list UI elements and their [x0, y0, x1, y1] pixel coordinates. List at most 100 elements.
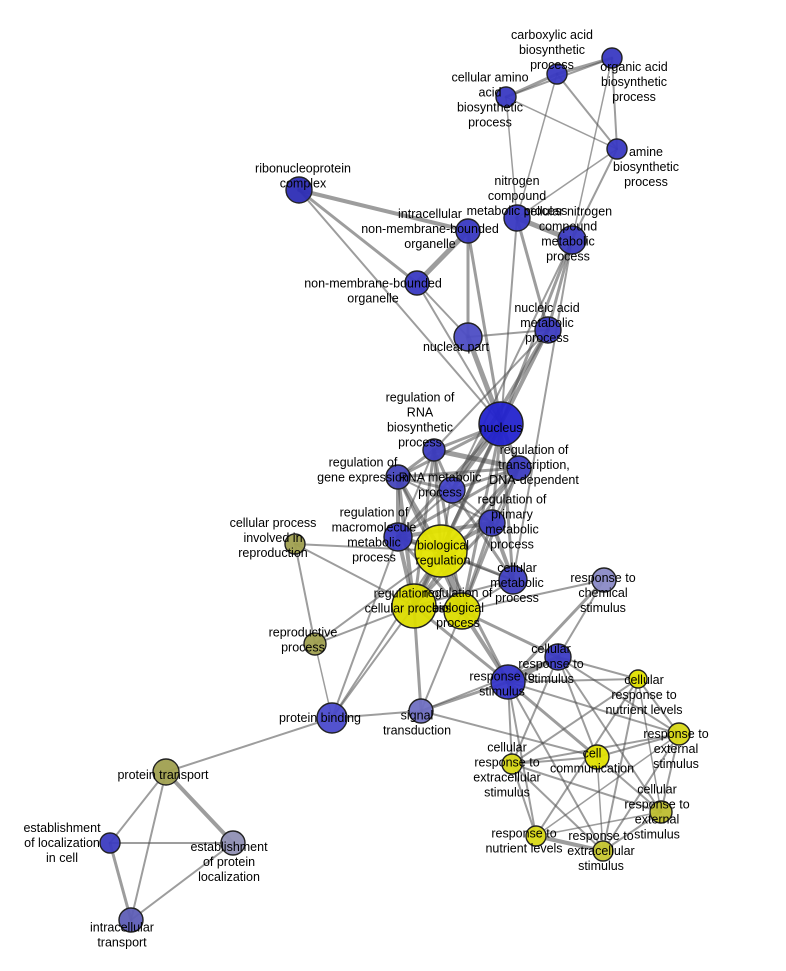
graph-edge-nitrogen-compound-metabolic-process--nucleic-acid-metabolic-process — [515, 216, 550, 332]
graph-node-cellular-process-involved-in-reproduction[interactable] — [284, 533, 306, 555]
graph-edge-cell-communication--response-to-extracellular-stimulus — [596, 756, 604, 852]
graph-edge-nitrogen-compound-metabolic-process--nucleus — [500, 217, 518, 425]
graph-node-nitrogen-compound-metabolic-process[interactable] — [503, 204, 531, 232]
graph-node-regulation-of-transcription-dna-dependent[interactable] — [506, 455, 532, 481]
graph-node-cellular-amino-acid-biosynthetic-process[interactable] — [495, 86, 517, 108]
graph-node-cellular-response-to-extracellular-stimulus[interactable] — [501, 753, 523, 775]
graph-edge-response-to-stimulus--response-to-nutrient-levels — [507, 681, 537, 837]
graph-edge-response-to-stimulus--cellular-response-to-nutrient-levels — [507, 678, 639, 683]
graph-node-regulation-of-gene-expression[interactable] — [385, 464, 411, 490]
graph-node-ribonucleoprotein-complex[interactable] — [285, 176, 313, 204]
graph-node-rna-metabolic-process[interactable] — [438, 476, 466, 504]
nodes-layer — [99, 47, 691, 933]
graph-edge-cellular-nitrogen-compound-metabolic-process--rna-metabolic-process — [451, 239, 573, 491]
graph-edge-establishment-of-protein-localization--intracellular-transport — [130, 842, 234, 921]
graph-node-protein-binding[interactable] — [316, 702, 348, 734]
graph-node-regulation-of-macromolecule-metabolic-process[interactable] — [383, 522, 413, 552]
graph-edge-response-to-external-stimulus--cell-communication — [596, 733, 680, 758]
graph-node-response-to-external-stimulus[interactable] — [667, 722, 691, 746]
graph-edge-ribonucleoprotein-complex--non-membrane-bounded-organelle — [297, 188, 419, 285]
graph-edge-cell-communication--cellular-response-to-extracellular-stimulus — [511, 756, 598, 765]
graph-node-nucleic-acid-metabolic-process[interactable] — [534, 316, 562, 344]
graph-edge-cellular-response-to-nutrient-levels--cellular-response-to-extracellular-stimulus — [511, 678, 639, 765]
graph-edge-response-to-external-stimulus--cellular-response-to-external-stimulus — [660, 733, 680, 813]
graph-node-non-membrane-bounded-organelle[interactable] — [404, 270, 430, 296]
graph-node-carboxylic-acid-biosynthetic-process[interactable] — [546, 63, 568, 85]
graph-node-biological-regulation[interactable] — [414, 524, 468, 578]
graph-node-establishment-of-protein-localization[interactable] — [220, 830, 246, 856]
graph-edge-amine-biosynthetic-process--cellular-nitrogen-compound-metabolic-process — [571, 148, 618, 241]
graph-edge-intracellular-non-membrane-bounded-organelle--nucleus — [466, 229, 503, 426]
graph-edge-establishment-of-localization-in-cell--intracellular-transport — [108, 841, 133, 922]
graph-edge-regulation-of-transcription-dna-dependent--regulation-of-gene-expression — [396, 466, 521, 479]
graph-node-intracellular-non-membrane-bounded-organelle[interactable] — [455, 218, 481, 244]
graph-node-response-to-chemical-stimulus[interactable] — [591, 567, 617, 593]
graph-edge-nucleic-acid-metabolic-process--regulation-of-rna-biosynthetic-process — [433, 329, 549, 451]
graph-edge-cellular-response-to-stimulus--cell-communication — [557, 656, 598, 758]
graph-edge-ribonucleoprotein-complex--nucleus — [298, 189, 502, 425]
graph-edge-cellular-response-to-stimulus--cellular-response-to-external-stimulus — [557, 656, 662, 813]
graph-edge-response-to-chemical-stimulus--regulation-of-biological-process — [461, 579, 605, 612]
graph-edge-cellular-response-to-external-stimulus--response-to-nutrient-levels — [535, 811, 662, 837]
graph-node-regulation-of-primary-metabolic-process[interactable] — [478, 509, 506, 537]
graph-node-signal-transduction[interactable] — [408, 698, 434, 724]
graph-node-regulation-of-cellular-process[interactable] — [391, 583, 437, 629]
graph-edge-response-to-chemical-stimulus--cellular-response-to-stimulus — [557, 579, 605, 658]
graph-edge-regulation-of-transcription-dna-dependent--regulation-of-macromolecule-metabolic-process — [396, 466, 521, 539]
graph-node-reproductive-process[interactable] — [303, 632, 327, 656]
graph-edge-response-to-chemical-stimulus--response-to-stimulus — [506, 578, 606, 684]
graph-edge-cellular-nitrogen-compound-metabolic-process--nucleic-acid-metabolic-process — [546, 238, 574, 332]
graph-edge-protein-binding--regulation-of-macromolecule-metabolic-process — [331, 536, 399, 719]
graph-edge-regulation-of-rna-biosynthetic-process--regulation-of-transcription-dna-dependent — [431, 447, 522, 471]
graph-node-amine-biosynthetic-process[interactable] — [606, 138, 628, 160]
graph-node-regulation-of-rna-biosynthetic-process[interactable] — [422, 438, 446, 462]
graph-edge-protein-binding--protein-transport — [165, 717, 333, 773]
graph-edge-carboxylic-acid-biosynthetic-process--nitrogen-compound-metabolic-process — [516, 73, 558, 219]
graph-edge-protein-transport--establishment-of-localization-in-cell — [109, 771, 167, 844]
graph-node-regulation-of-biological-process[interactable] — [443, 592, 481, 630]
graph-edge-ribonucleoprotein-complex--intracellular-non-membrane-bounded-organelle — [297, 188, 470, 233]
graph-edge-cellular-response-to-stimulus--response-to-external-stimulus — [557, 656, 680, 735]
graph-node-protein-transport[interactable] — [152, 758, 180, 786]
graph-edge-protein-binding--biological-regulation — [331, 550, 442, 719]
graph-edge-protein-transport--establishment-of-protein-localization — [164, 770, 235, 845]
graph-edge-cellular-response-to-extracellular-stimulus--cellular-response-to-external-stimulus — [511, 763, 662, 813]
graph-node-nucleus[interactable] — [478, 401, 524, 447]
graph-edge-carboxylic-acid-biosynthetic-process--amine-biosynthetic-process — [556, 73, 618, 150]
graph-edge-cellular-process-involved-in-reproduction--reproductive-process — [294, 543, 316, 645]
graph-edge-cellular-response-to-stimulus--cellular-response-to-nutrient-levels — [557, 656, 639, 680]
graph-node-response-to-extracellular-stimulus[interactable] — [592, 840, 614, 862]
graph-edge-protein-binding--regulation-of-cellular-process — [331, 605, 415, 719]
graph-node-nuclear-part[interactable] — [453, 322, 483, 352]
graph-edge-protein-transport--intracellular-transport — [130, 771, 167, 921]
graph-node-cellular-response-to-nutrient-levels[interactable] — [628, 669, 648, 689]
graph-node-cellular-metabolic-process[interactable] — [498, 565, 528, 595]
graph-node-cell-communication[interactable] — [584, 744, 610, 770]
graph-edge-non-membrane-bounded-organelle--nucleus — [416, 282, 502, 425]
graph-edge-response-to-external-stimulus--response-to-extracellular-stimulus — [602, 733, 680, 852]
graph-edge-cellular-response-to-extracellular-stimulus--response-to-nutrient-levels — [511, 763, 537, 837]
graph-node-cellular-response-to-stimulus[interactable] — [544, 643, 572, 671]
graph-node-intracellular-transport[interactable] — [118, 907, 144, 933]
graph-edge-cell-communication--cellular-response-to-external-stimulus — [596, 756, 662, 813]
graph-node-establishment-of-localization-in-cell[interactable] — [99, 832, 121, 854]
graph-edge-cellular-response-to-nutrient-levels--cellular-response-to-external-stimulus — [637, 678, 662, 813]
graph-edge-amine-biosynthetic-process--nitrogen-compound-metabolic-process — [516, 148, 618, 219]
graph-node-cellular-nitrogen-compound-metabolic-process[interactable] — [557, 225, 587, 255]
graph-edge-cellular-nitrogen-compound-metabolic-process--cellular-metabolic-process — [512, 239, 573, 581]
graph-edge-response-to-stimulus--response-to-extracellular-stimulus — [507, 681, 604, 852]
graph-node-response-to-stimulus[interactable] — [490, 664, 526, 700]
graph-edge-organic-acid-biosynthetic-process--cellular-nitrogen-compound-metabolic-process — [571, 57, 613, 241]
graph-node-response-to-nutrient-levels[interactable] — [525, 825, 547, 847]
graph-node-organic-acid-biosynthetic-process[interactable] — [601, 47, 623, 69]
graph-edge-cellular-amino-acid-biosynthetic-process--nitrogen-compound-metabolic-process — [505, 96, 518, 219]
graph-node-cellular-response-to-external-stimulus[interactable] — [649, 800, 673, 824]
graph-edge-response-to-nutrient-levels--response-to-extracellular-stimulus — [534, 834, 605, 853]
graph-edge-organic-acid-biosynthetic-process--amine-biosynthetic-process — [611, 57, 618, 150]
